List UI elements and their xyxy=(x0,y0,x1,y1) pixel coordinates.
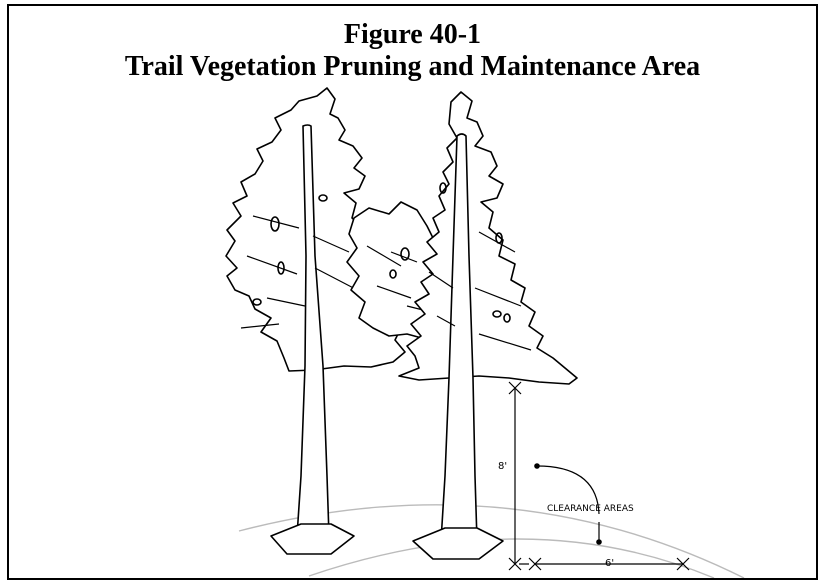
height-top-tick xyxy=(508,381,522,395)
right-tree-base xyxy=(412,527,504,560)
right-tree-canopy xyxy=(398,91,578,385)
clearance-leader-arc xyxy=(536,465,600,515)
right-tree-trunk xyxy=(440,133,478,542)
right-tree xyxy=(398,91,578,560)
height-bottom-tick xyxy=(508,557,522,571)
width-left-tick xyxy=(528,557,542,571)
dimension-lines xyxy=(508,381,690,571)
figure-number: Figure 40-1 xyxy=(343,19,482,50)
left-tree-base xyxy=(270,523,355,555)
clearance-label: CLEARANCE AREAS xyxy=(547,504,634,514)
height-label: 8' xyxy=(498,461,507,472)
clearance-point-top xyxy=(534,463,540,469)
figure-frame: Figure 40-1 Trail Vegetation Pruning and… xyxy=(7,4,818,580)
left-tree-canopy xyxy=(225,87,406,372)
width-right-tick xyxy=(676,557,690,571)
clearance-point-bottom xyxy=(596,539,602,545)
left-tree xyxy=(225,87,406,555)
figure-title: Trail Vegetation Pruning and Maintenance… xyxy=(124,51,701,82)
trail-clearance-diagram: 8' 6' CLEARANCE AREAS xyxy=(225,87,745,578)
left-tree-trunk xyxy=(296,124,330,537)
width-label: 6' xyxy=(605,558,614,569)
